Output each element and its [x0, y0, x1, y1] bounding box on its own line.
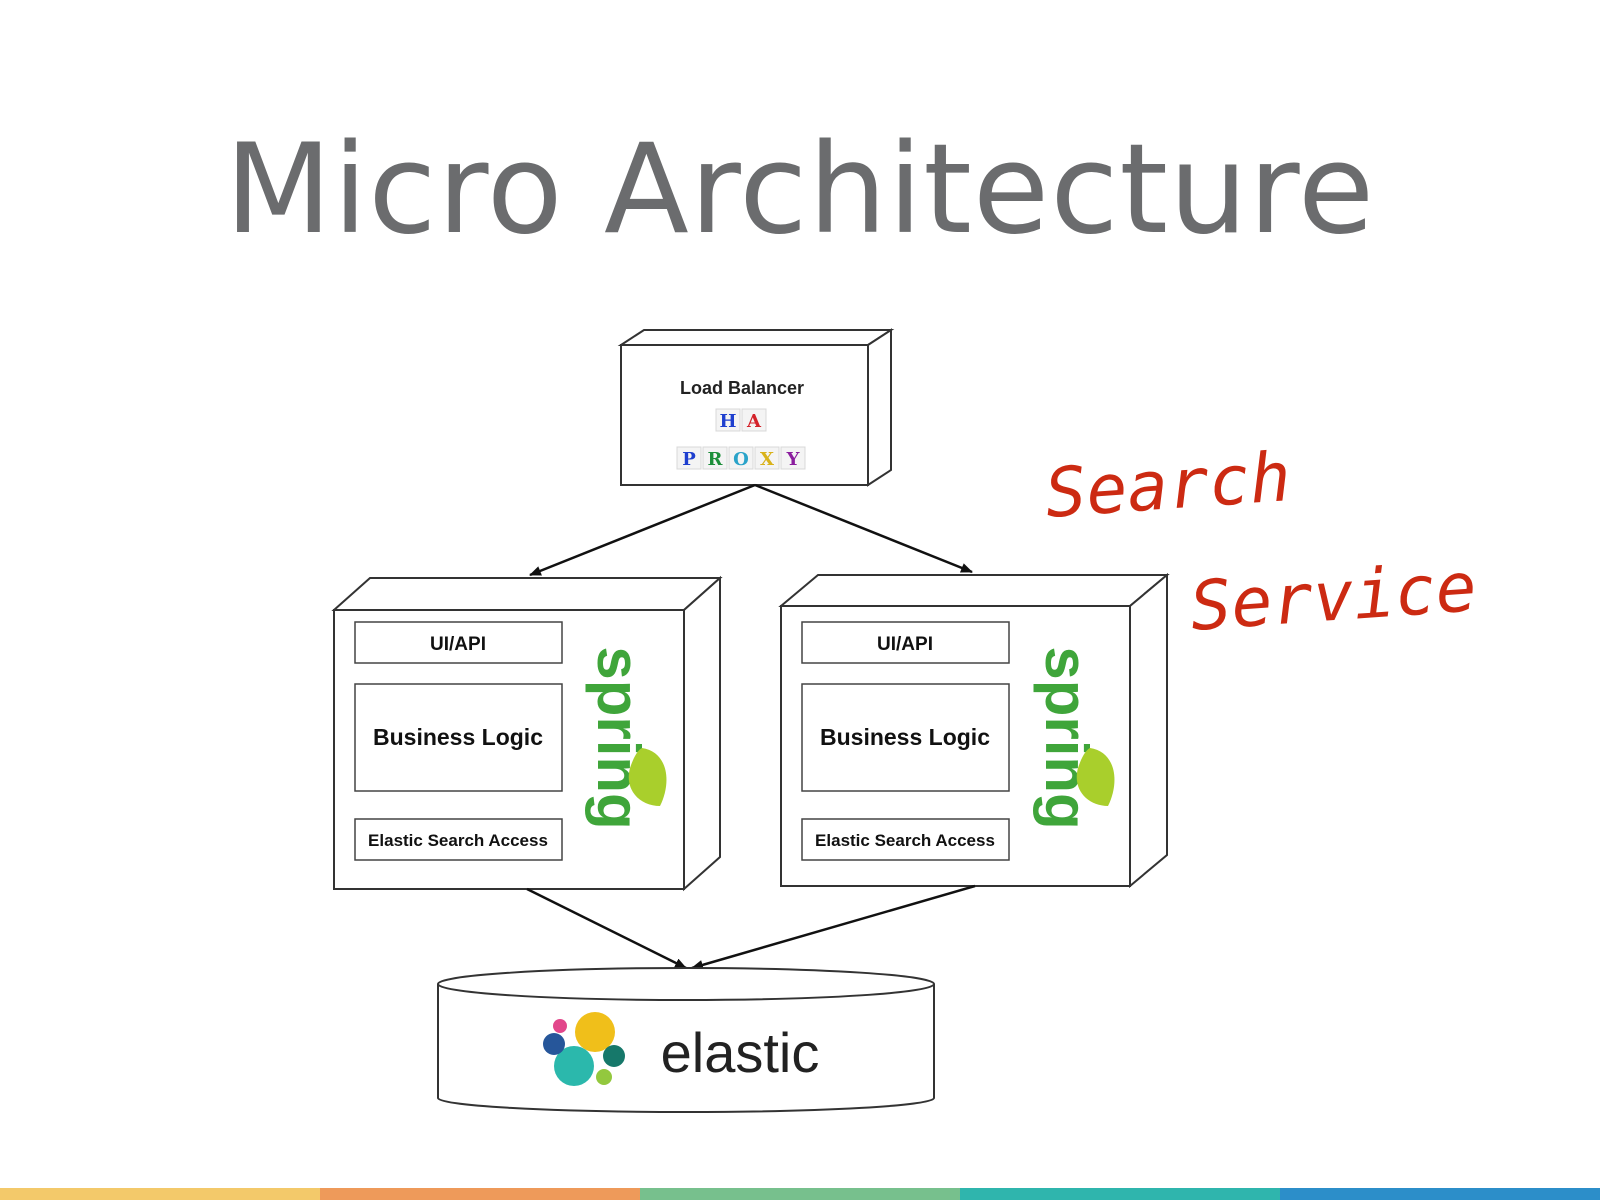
- bar-segment-2: [320, 1188, 640, 1200]
- arrow-node-1-to-elastic: [526, 887, 687, 970]
- ui-api-box: [801, 621, 1010, 664]
- spring-wordmark: spring: [585, 646, 652, 829]
- load-balancer-label: Load Balancer: [680, 378, 804, 398]
- haproxy-letter: X: [760, 449, 774, 470]
- spring-leaf-icon: [628, 748, 667, 806]
- ui-api-box: [354, 621, 563, 664]
- spring-leaf-icon: [1076, 748, 1115, 806]
- haproxy-letter: P: [682, 449, 696, 470]
- haproxy-tile: Y: [780, 446, 806, 470]
- arrow-lb-to-node-1: [529, 483, 756, 577]
- arrow-node-2-to-elastic: [691, 884, 976, 970]
- haproxy-letter: R: [708, 449, 724, 470]
- service-node-2: UI/API Business Logic Elastic Search Acc…: [778, 572, 1170, 889]
- arrow-lb-to-node-2: [754, 483, 973, 574]
- business-logic-box: [801, 683, 1010, 792]
- haproxy-tile: R: [702, 446, 728, 470]
- haproxy-letter: O: [733, 449, 749, 470]
- haproxy-letter: H: [719, 411, 736, 432]
- es-access-label: Elastic Search Access: [815, 831, 995, 850]
- es-access-label: Elastic Search Access: [368, 831, 548, 850]
- spring-logo: spring: [585, 646, 652, 829]
- haproxy-letter: Y: [786, 449, 801, 470]
- haproxy-tile: A: [741, 408, 767, 432]
- business-logic-box: [354, 683, 563, 792]
- slide-title: Micro Architecture: [224, 118, 1376, 262]
- bar-segment-4: [960, 1188, 1280, 1200]
- elastic-logo-icon: [543, 1012, 625, 1086]
- spring-wordmark: spring: [1033, 646, 1100, 829]
- bar-segment-1: [0, 1188, 320, 1200]
- es-access-box: [354, 818, 563, 861]
- business-logic-label: Business Logic: [373, 724, 543, 750]
- spring-logo: spring: [1033, 646, 1100, 829]
- bar-segment-5: [1280, 1188, 1600, 1200]
- elastic-wordmark: elastic: [661, 1021, 820, 1084]
- annotation-service: Service: [1188, 548, 1479, 647]
- bar-segment-3: [640, 1188, 960, 1200]
- haproxy-tile: P: [676, 446, 702, 470]
- annotation-search: Search: [1043, 438, 1294, 534]
- haproxy-tile: H: [715, 408, 741, 432]
- haproxy-tile: X: [754, 446, 780, 470]
- es-access-box: [801, 818, 1010, 861]
- service-node-1: UI/API Business Logic Elastic Search Acc…: [331, 575, 723, 892]
- haproxy-tile: O: [728, 446, 754, 470]
- ui-api-label: UI/API: [430, 634, 486, 655]
- haproxy-letter: A: [746, 411, 762, 432]
- ui-api-label: UI/API: [877, 634, 933, 655]
- business-logic-label: Business Logic: [820, 724, 990, 750]
- bottom-color-bar: [0, 1188, 1600, 1200]
- elastic-database: elastic: [437, 967, 935, 1113]
